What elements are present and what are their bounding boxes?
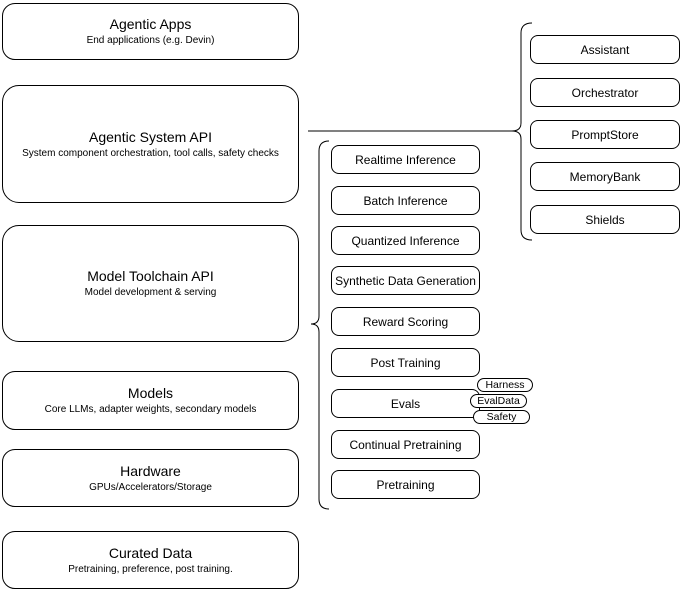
component-assistant: Assistant xyxy=(530,35,680,64)
component-orchestrator: Orchestrator xyxy=(530,78,680,107)
box-curated-data-title: Curated Data xyxy=(108,544,193,561)
toolchain-item-reward-scoring: Reward Scoring xyxy=(331,307,480,336)
component-promptstore: PromptStore xyxy=(530,120,680,149)
toolchain-item-quantized-inference: Quantized Inference xyxy=(331,226,480,255)
toolchain-brace xyxy=(310,140,330,510)
box-agentic-system-api-title: Agentic System API xyxy=(89,128,212,145)
box-agentic-system-api-subtitle: System component orchestration, tool cal… xyxy=(22,147,279,159)
box-agentic-apps-title: Agentic Apps xyxy=(109,16,192,32)
toolchain-item-synthetic-data-generation: Synthetic Data Generation xyxy=(331,266,480,295)
toolchain-item-evals: Evals xyxy=(331,389,480,418)
box-models-subtitle: Core LLMs, adapter weights, secondary mo… xyxy=(44,404,257,415)
toolchain-item-realtime-inference: Realtime Inference xyxy=(331,145,480,174)
box-agentic-apps: Agentic Apps End applications (e.g. Devi… xyxy=(2,3,299,60)
toolchain-item-batch-inference: Batch Inference xyxy=(331,186,480,215)
eval-tag-evaldata: EvalData xyxy=(470,394,527,408)
system-components-brace xyxy=(511,22,533,241)
toolchain-item-pretraining: Pretraining xyxy=(331,470,480,499)
component-shields: Shields xyxy=(530,205,680,234)
component-memorybank: MemoryBank xyxy=(530,162,680,191)
eval-tag-harness: Harness xyxy=(477,378,533,392)
box-model-toolchain-api-subtitle: Model development & serving xyxy=(84,287,217,298)
toolchain-item-continual-pretraining: Continual Pretraining xyxy=(331,430,480,459)
box-model-toolchain-api: Model Toolchain API Model development & … xyxy=(2,225,299,342)
box-agentic-apps-subtitle: End applications (e.g. Devin) xyxy=(86,35,215,46)
box-agentic-system-api: Agentic System API System component orch… xyxy=(2,85,299,203)
box-curated-data-subtitle: Pretraining, preference, post training. xyxy=(68,563,233,575)
box-models: Models Core LLMs, adapter weights, secon… xyxy=(2,371,299,430)
box-hardware-subtitle: GPUs/Accelerators/Storage xyxy=(89,481,212,493)
box-model-toolchain-api-title: Model Toolchain API xyxy=(87,268,214,284)
box-curated-data: Curated Data Pretraining, preference, po… xyxy=(2,531,299,589)
box-models-title: Models xyxy=(127,385,174,401)
box-hardware-title: Hardware xyxy=(120,462,181,479)
eval-tag-safety: Safety xyxy=(473,410,530,424)
toolchain-item-post-training: Post Training xyxy=(331,348,480,377)
box-hardware: Hardware GPUs/Accelerators/Storage xyxy=(2,449,299,507)
